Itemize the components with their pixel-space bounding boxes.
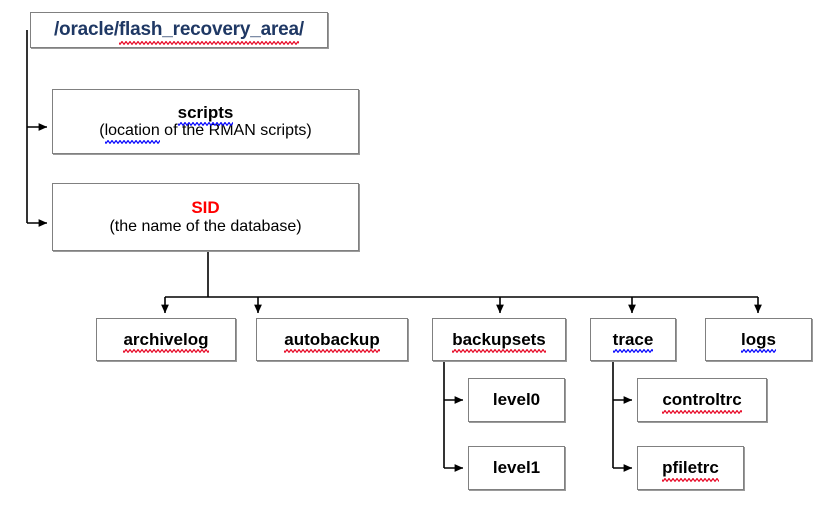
node-sid-subtitle: (the name of the database) bbox=[109, 217, 302, 235]
node-root-title-prefix: /oracle/ bbox=[53, 19, 119, 41]
node-scripts-subtitle-marked: location bbox=[104, 122, 160, 145]
node-scripts-title: scripts bbox=[177, 102, 234, 126]
node-controltrc-title: controltrc bbox=[662, 390, 743, 414]
node-scripts[interactable]: scripts (location of the RMAN scripts) bbox=[52, 89, 359, 154]
node-archivelog-title: archivelog bbox=[123, 329, 209, 353]
node-trace-title: trace bbox=[612, 329, 654, 353]
node-logs-title: logs bbox=[741, 329, 776, 353]
node-archivelog[interactable]: archivelog bbox=[96, 318, 236, 361]
node-autobackup-title: autobackup bbox=[284, 329, 381, 353]
node-logs[interactable]: logs bbox=[705, 318, 812, 361]
edge-sid-children bbox=[161, 251, 762, 314]
node-root[interactable]: /oracle/flash_recovery_area/ bbox=[30, 12, 328, 48]
node-level0[interactable]: level0 bbox=[468, 378, 565, 422]
node-sid[interactable]: SID (the name of the database) bbox=[52, 183, 359, 251]
node-scripts-subtitle: (location of the RMAN scripts) bbox=[99, 122, 312, 145]
node-level1-title: level1 bbox=[492, 458, 541, 478]
node-trace[interactable]: trace bbox=[590, 318, 676, 361]
edge-root-children bbox=[26, 30, 48, 227]
node-pfiletrc[interactable]: pfiletrc bbox=[637, 446, 744, 490]
node-sid-title: SID bbox=[191, 198, 220, 218]
node-root-title-marked: flash_recovery_area bbox=[118, 19, 299, 45]
node-root-title: /oracle/flash_recovery_area/ bbox=[53, 19, 305, 45]
node-controltrc[interactable]: controltrc bbox=[637, 378, 767, 422]
edge-backupsets-children bbox=[443, 361, 464, 472]
node-backupsets-title: backupsets bbox=[452, 329, 546, 353]
node-autobackup[interactable]: autobackup bbox=[256, 318, 408, 361]
edge-trace-children bbox=[612, 361, 633, 472]
node-level1[interactable]: level1 bbox=[468, 446, 565, 490]
node-level0-title: level0 bbox=[492, 390, 541, 410]
node-root-title-suffix: / bbox=[298, 19, 305, 41]
node-backupsets[interactable]: backupsets bbox=[432, 318, 566, 361]
node-pfiletrc-title: pfiletrc bbox=[662, 458, 719, 482]
